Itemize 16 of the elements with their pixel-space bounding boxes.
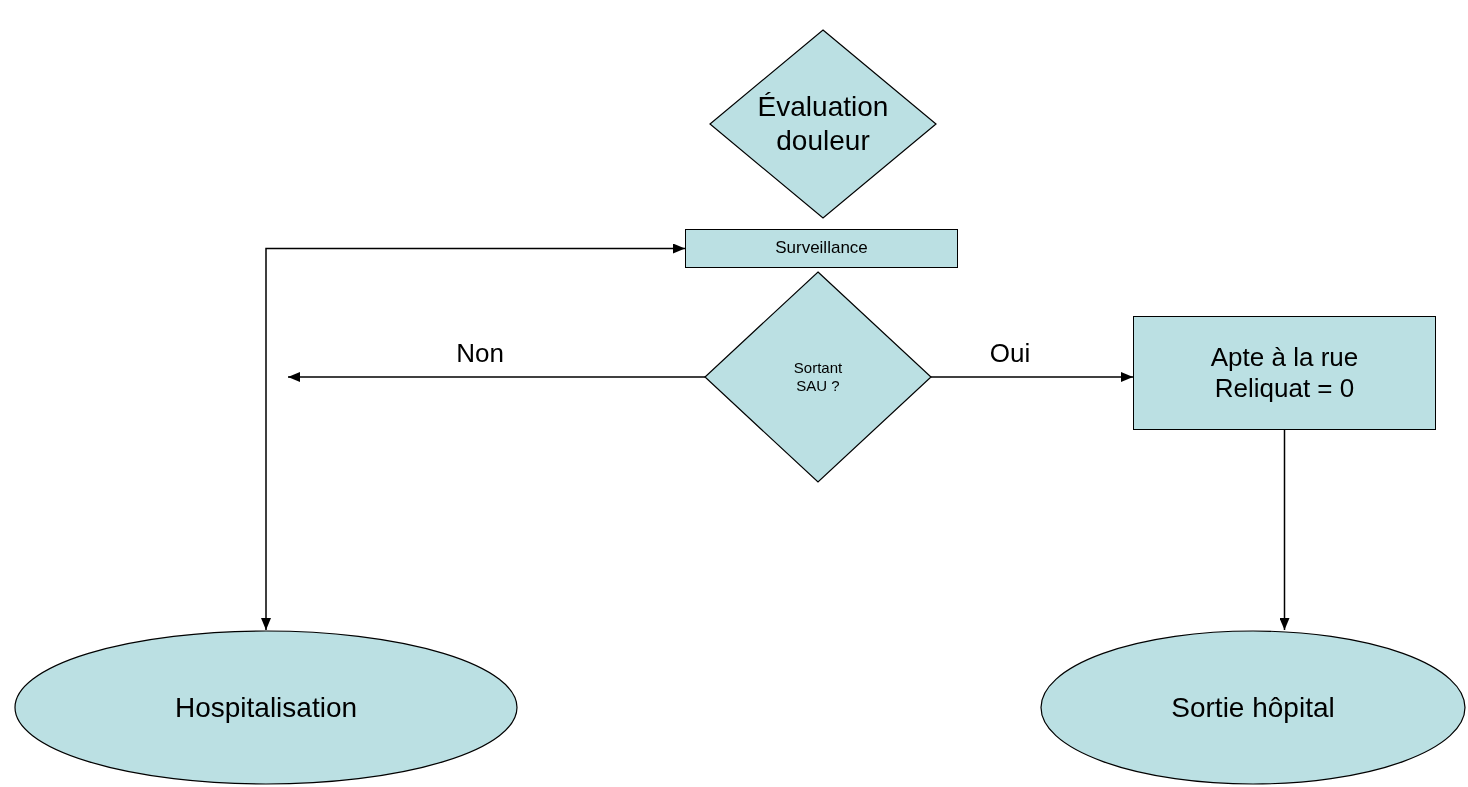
process-box xyxy=(685,229,958,268)
arrow xyxy=(261,243,686,631)
terminal-ellipse xyxy=(14,630,518,785)
decision-diamond xyxy=(710,30,936,218)
node-text: Apte à la rue Reliquat = 0 xyxy=(1209,341,1360,405)
process-box xyxy=(1133,316,1436,430)
node-text: Évaluation douleur xyxy=(756,90,890,158)
arrow xyxy=(1279,429,1290,631)
terminal-ellipse xyxy=(1040,630,1466,785)
node-text: Hospitalisation xyxy=(174,690,358,725)
node-text: Surveillance xyxy=(775,238,868,259)
arrow xyxy=(287,372,706,382)
arrow xyxy=(930,372,1134,382)
node-text: Sortie hôpital xyxy=(1171,690,1335,725)
decision-diamond xyxy=(705,272,931,482)
node-text: Sortant SAU ? xyxy=(792,359,844,395)
